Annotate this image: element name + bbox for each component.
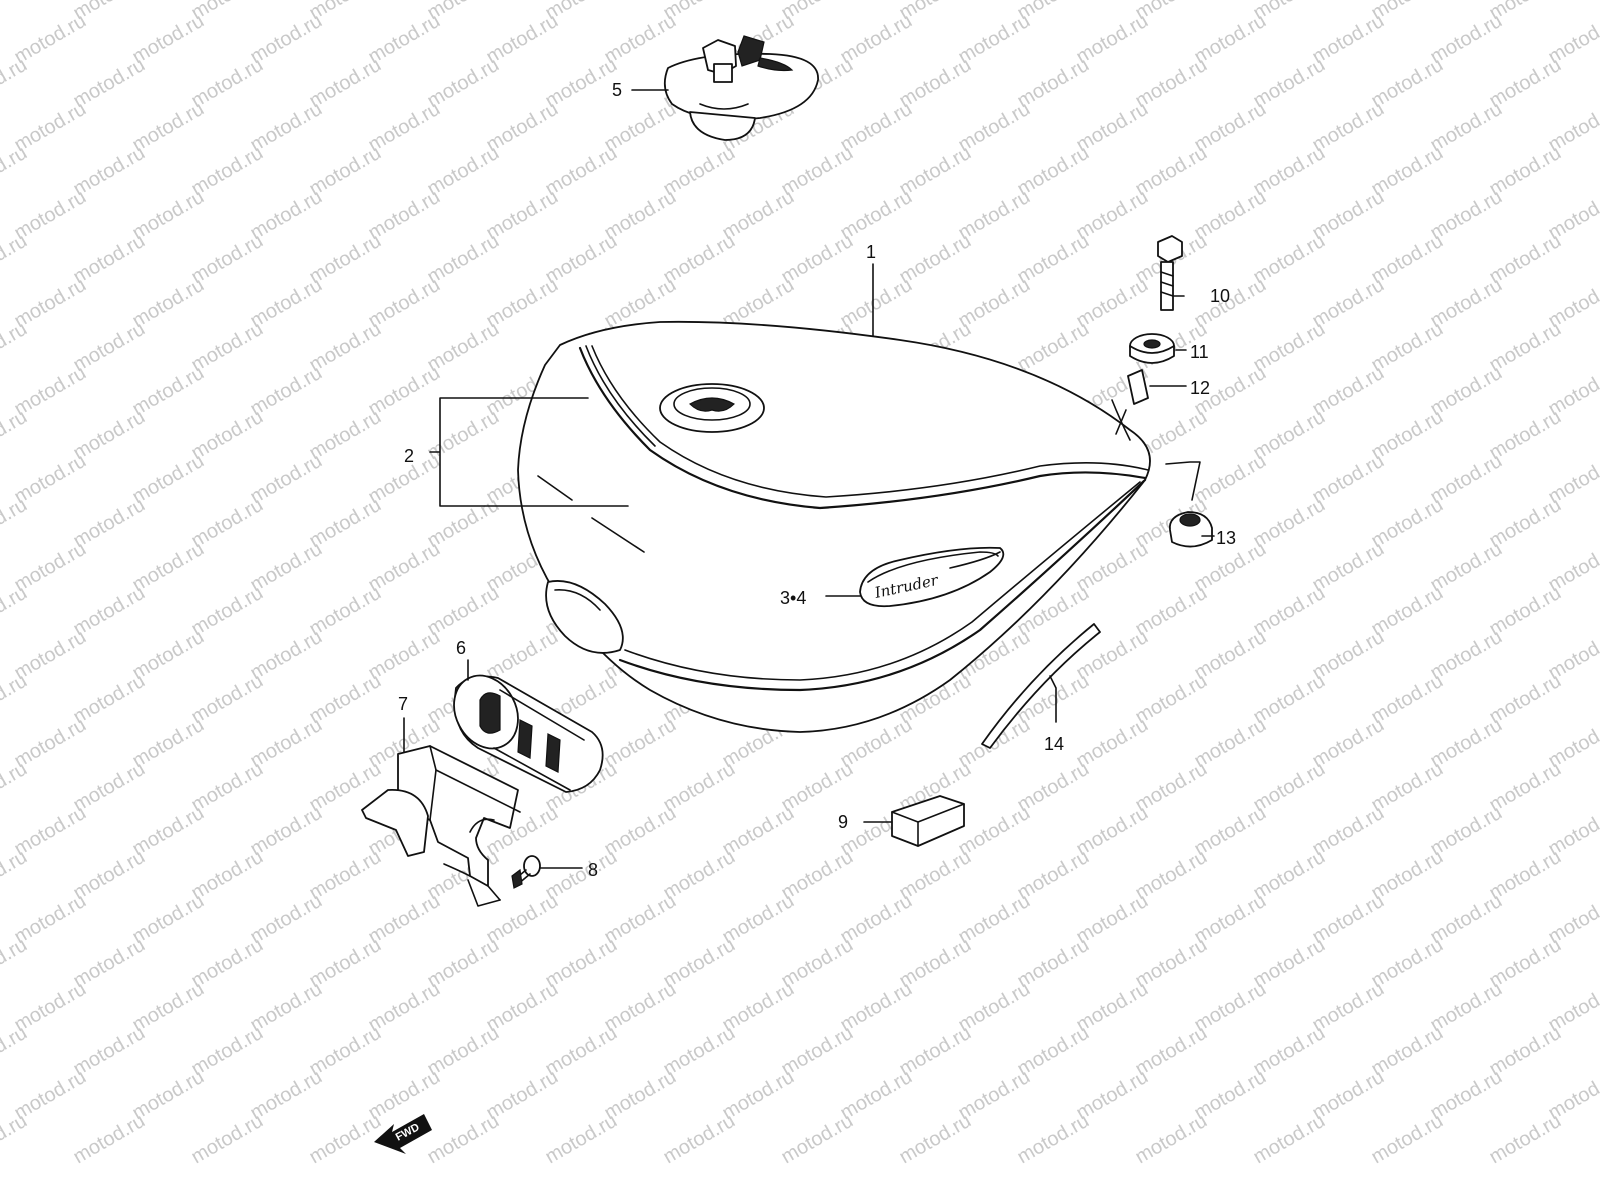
rubber-cushion-part — [453, 674, 604, 793]
watermark-text: motod.ru — [778, 1110, 857, 1169]
intruder-emblem-part: Intruder — [859, 546, 1005, 608]
callout-14: 14 — [1044, 734, 1064, 754]
watermark-text: motod.ru — [70, 1110, 149, 1169]
bolt-part — [1157, 235, 1183, 311]
callout-7: 7 — [398, 694, 408, 714]
pad-part — [891, 795, 965, 847]
trim-strip-part — [981, 623, 1101, 749]
watermark-text: motod.ru — [1368, 1110, 1447, 1169]
forward-arrow-icon — [374, 1114, 432, 1154]
watermark-text: motod.ru — [896, 1110, 975, 1169]
fuel-cap-part — [663, 35, 819, 141]
callout-12: 12 — [1190, 378, 1210, 398]
watermark-text: motod.ru — [1250, 1110, 1329, 1169]
fuel-tank-body-part — [517, 320, 1151, 733]
leader-lines — [403, 89, 1215, 869]
watermark-text: motod.ru — [188, 1110, 267, 1169]
bracket-part — [361, 745, 521, 907]
callout-13: 13 — [1216, 528, 1236, 548]
spacer-part — [1115, 369, 1149, 435]
callout-2: 2 — [404, 446, 414, 466]
watermark-text: motod.ru — [660, 1110, 739, 1169]
callout-11: 11 — [1190, 342, 1209, 362]
watermark-text: motod.ru — [424, 1110, 503, 1169]
screw-part — [511, 855, 541, 889]
callout-9: 9 — [838, 812, 848, 832]
callout-6: 6 — [456, 638, 466, 658]
callout-1: 1 — [866, 242, 876, 262]
watermark-text: motod.ru — [542, 1110, 621, 1169]
callout-8: 8 — [588, 860, 598, 880]
watermark-text: motod.ru — [306, 1110, 385, 1169]
rear-cushion-part — [1168, 511, 1213, 548]
watermark-text: motod.ru — [0, 0, 31, 24]
cushion-part — [1129, 333, 1175, 364]
callout-5: 5 — [612, 80, 622, 100]
callout-3-4: 3•4 — [780, 588, 806, 608]
watermark-text: motod.ru — [1132, 1110, 1211, 1169]
callout-10: 10 — [1210, 286, 1230, 306]
callout-labels: 5 1 2 3•4 10 11 12 13 14 9 8 6 7 — [398, 80, 1236, 880]
watermark-text: motod.ru — [1486, 1110, 1565, 1169]
watermark-text: motod.ru — [1014, 1110, 1093, 1169]
